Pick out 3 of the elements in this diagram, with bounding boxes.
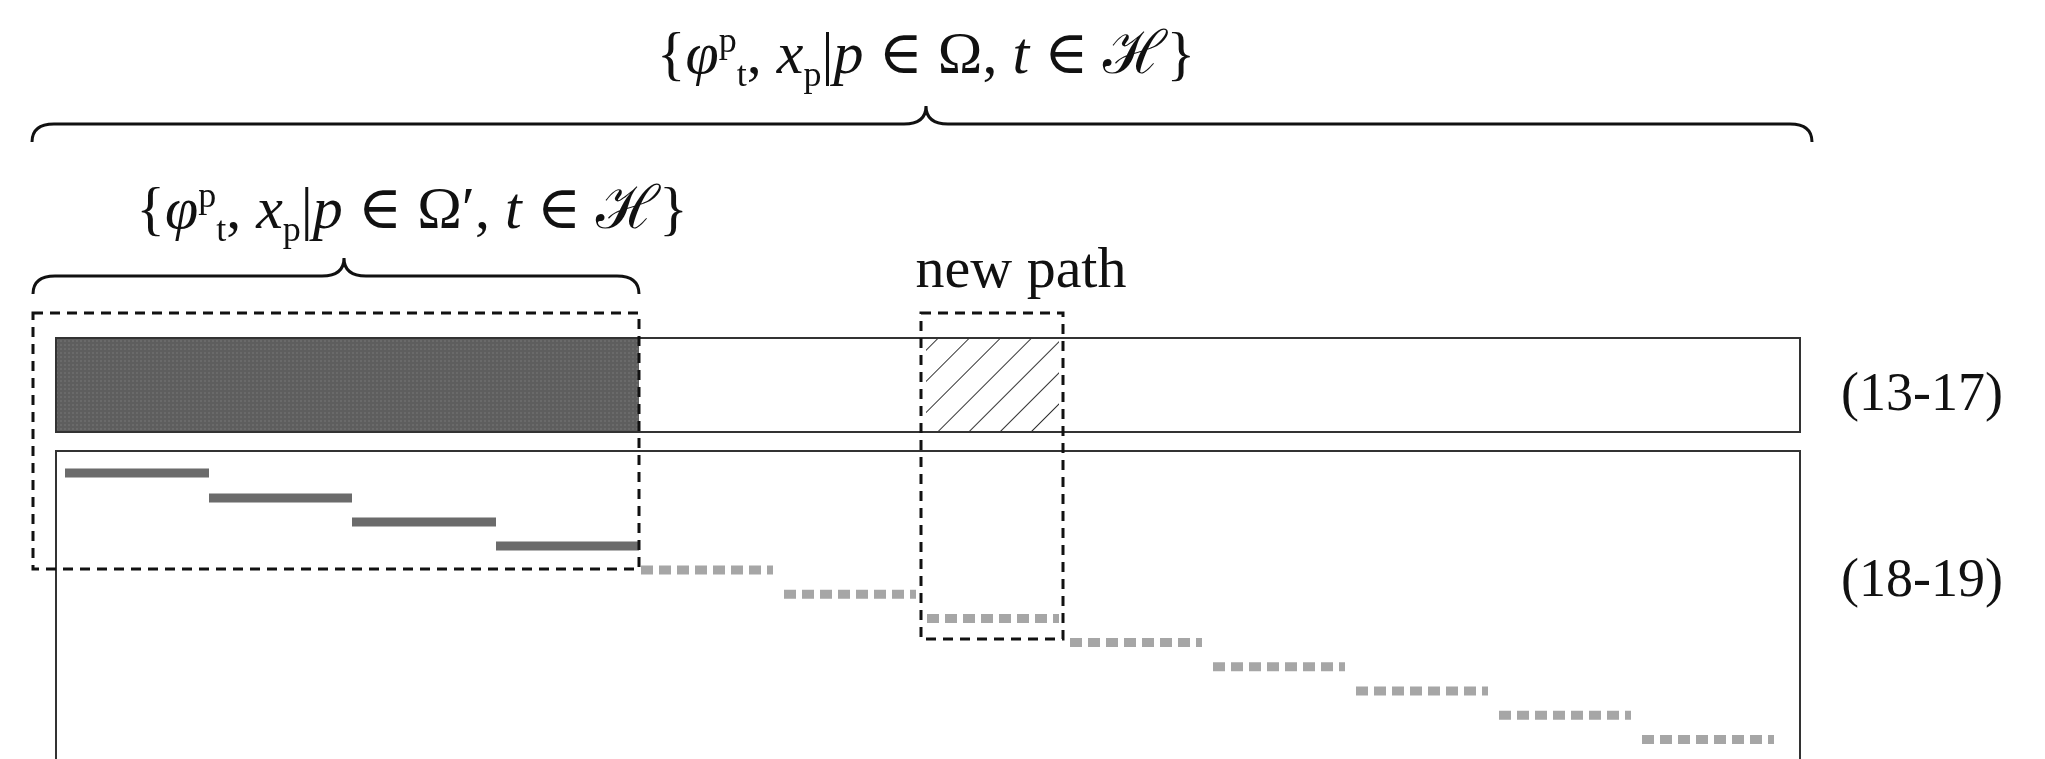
set-expression: {φ$^{p}$$_{t}$, x$_{p}$|p ∈ Ω, t ∈ ℋ} bbox=[656, 22, 1196, 92]
set-expression: {φ$^{p}$$_{t}$, x$_{p}$|p ∈ Ω′, t ∈ ℋ} bbox=[136, 177, 688, 247]
annotation-text: new path bbox=[915, 239, 1127, 297]
